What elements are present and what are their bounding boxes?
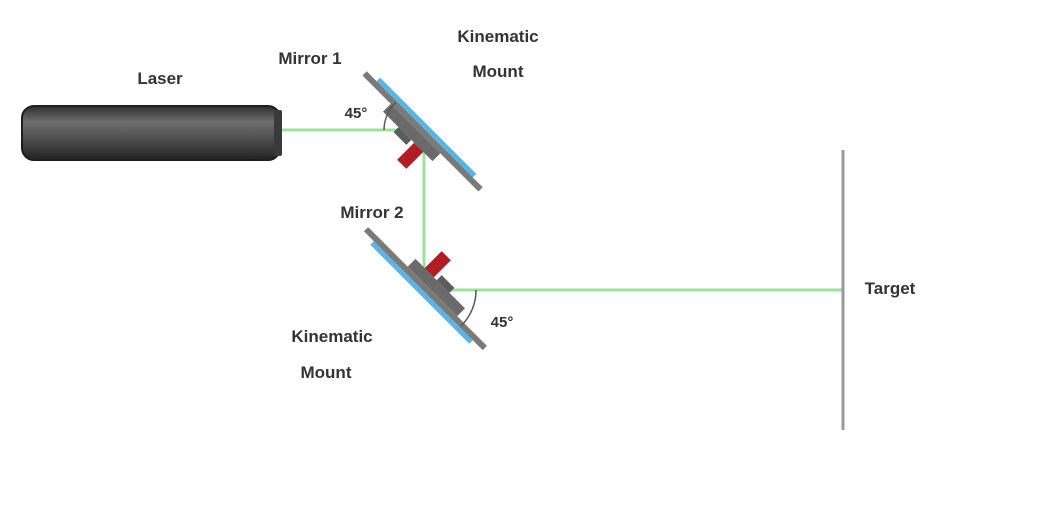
mirror-2-holder [363, 227, 487, 351]
mirror-2-label: Mirror 2 [340, 203, 403, 222]
mirror-1-glass [376, 77, 477, 178]
kinematic-mount-2 [407, 258, 466, 317]
mount-2-label-line1: Kinematic [291, 327, 372, 346]
mount-1-label-line2: Mount [473, 62, 524, 81]
kinematic-mount-1 [382, 103, 441, 162]
mount-1-adjust-knob [397, 142, 424, 169]
mirror-2-glass [370, 241, 473, 344]
mirror-1 [362, 71, 483, 192]
laser-body [21, 105, 282, 161]
mount-2-adjust-knob [424, 251, 451, 278]
angle-1-arc [383, 101, 397, 131]
laser-label: Laser [137, 69, 183, 88]
mirror-1-label: Mirror 1 [278, 49, 341, 68]
angle-2-label: 45° [491, 314, 514, 331]
angle-2-arc [460, 289, 477, 327]
angle-1-label: 45° [345, 105, 368, 122]
mirror-1-holder [362, 71, 483, 192]
mirror-2 [363, 227, 487, 351]
target-label: Target [865, 279, 916, 298]
mount-1-label-line1: Kinematic [457, 27, 538, 46]
mount-2-label-line2: Mount [301, 363, 352, 382]
